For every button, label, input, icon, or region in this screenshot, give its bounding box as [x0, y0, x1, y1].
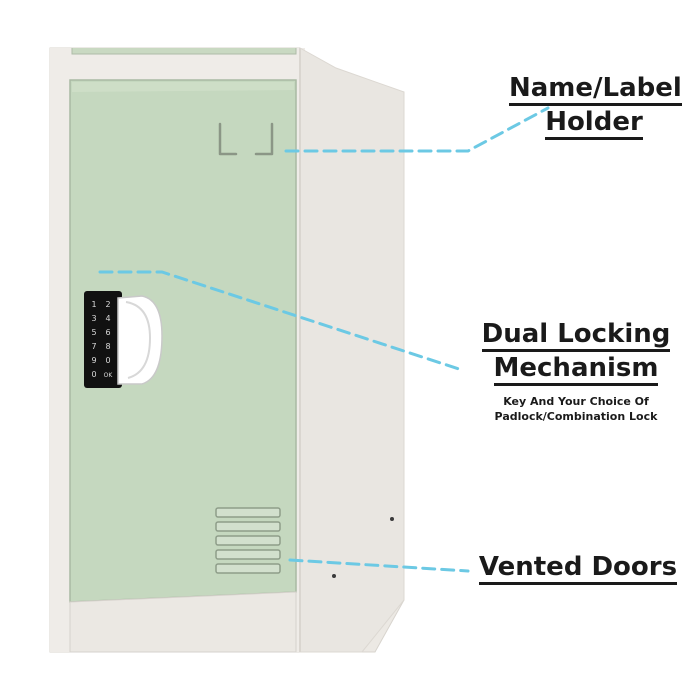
label-holder: [218, 122, 274, 156]
callout-locking-subtitle-2: Padlock/Combination Lock: [494, 410, 658, 423]
keypad-key: OK: [104, 372, 114, 379]
leader-vents: [288, 558, 470, 573]
keypad-key: 8: [105, 342, 110, 351]
cabinet-base: [69, 591, 297, 653]
leader-locking: [98, 270, 464, 372]
callout-label-holder-title-2: Holder: [509, 106, 679, 140]
callout-label-holder-title-1: Name/Label: [509, 72, 682, 106]
callout-vents-title: Vented Doors: [476, 551, 680, 585]
keypad-key: 3: [91, 314, 96, 323]
keypad-key: 0: [91, 370, 96, 379]
door-vents: [215, 507, 281, 574]
callout-locking-subtitle-1: Key And Your Choice Of: [503, 395, 649, 408]
callout-locking-title-1: Dual Locking: [478, 318, 674, 352]
keypad-key: 4: [105, 314, 110, 323]
upper-door-edge: [71, 48, 297, 55]
keypad-key: 6: [105, 328, 110, 337]
keypad-key: 1: [91, 300, 96, 309]
door-handle: [117, 295, 163, 385]
keypad-key: 5: [91, 328, 96, 337]
keypad-key: 2: [105, 300, 110, 309]
keypad-key: 7: [91, 342, 96, 351]
keypad-key: 9: [91, 356, 96, 365]
callout-locking-title-2: Mechanism: [478, 352, 674, 386]
keypad-key: 0: [105, 356, 110, 365]
leader-lines: [98, 106, 550, 573]
keypad-lock: [84, 291, 163, 388]
leader-label-holder: [284, 106, 550, 153]
